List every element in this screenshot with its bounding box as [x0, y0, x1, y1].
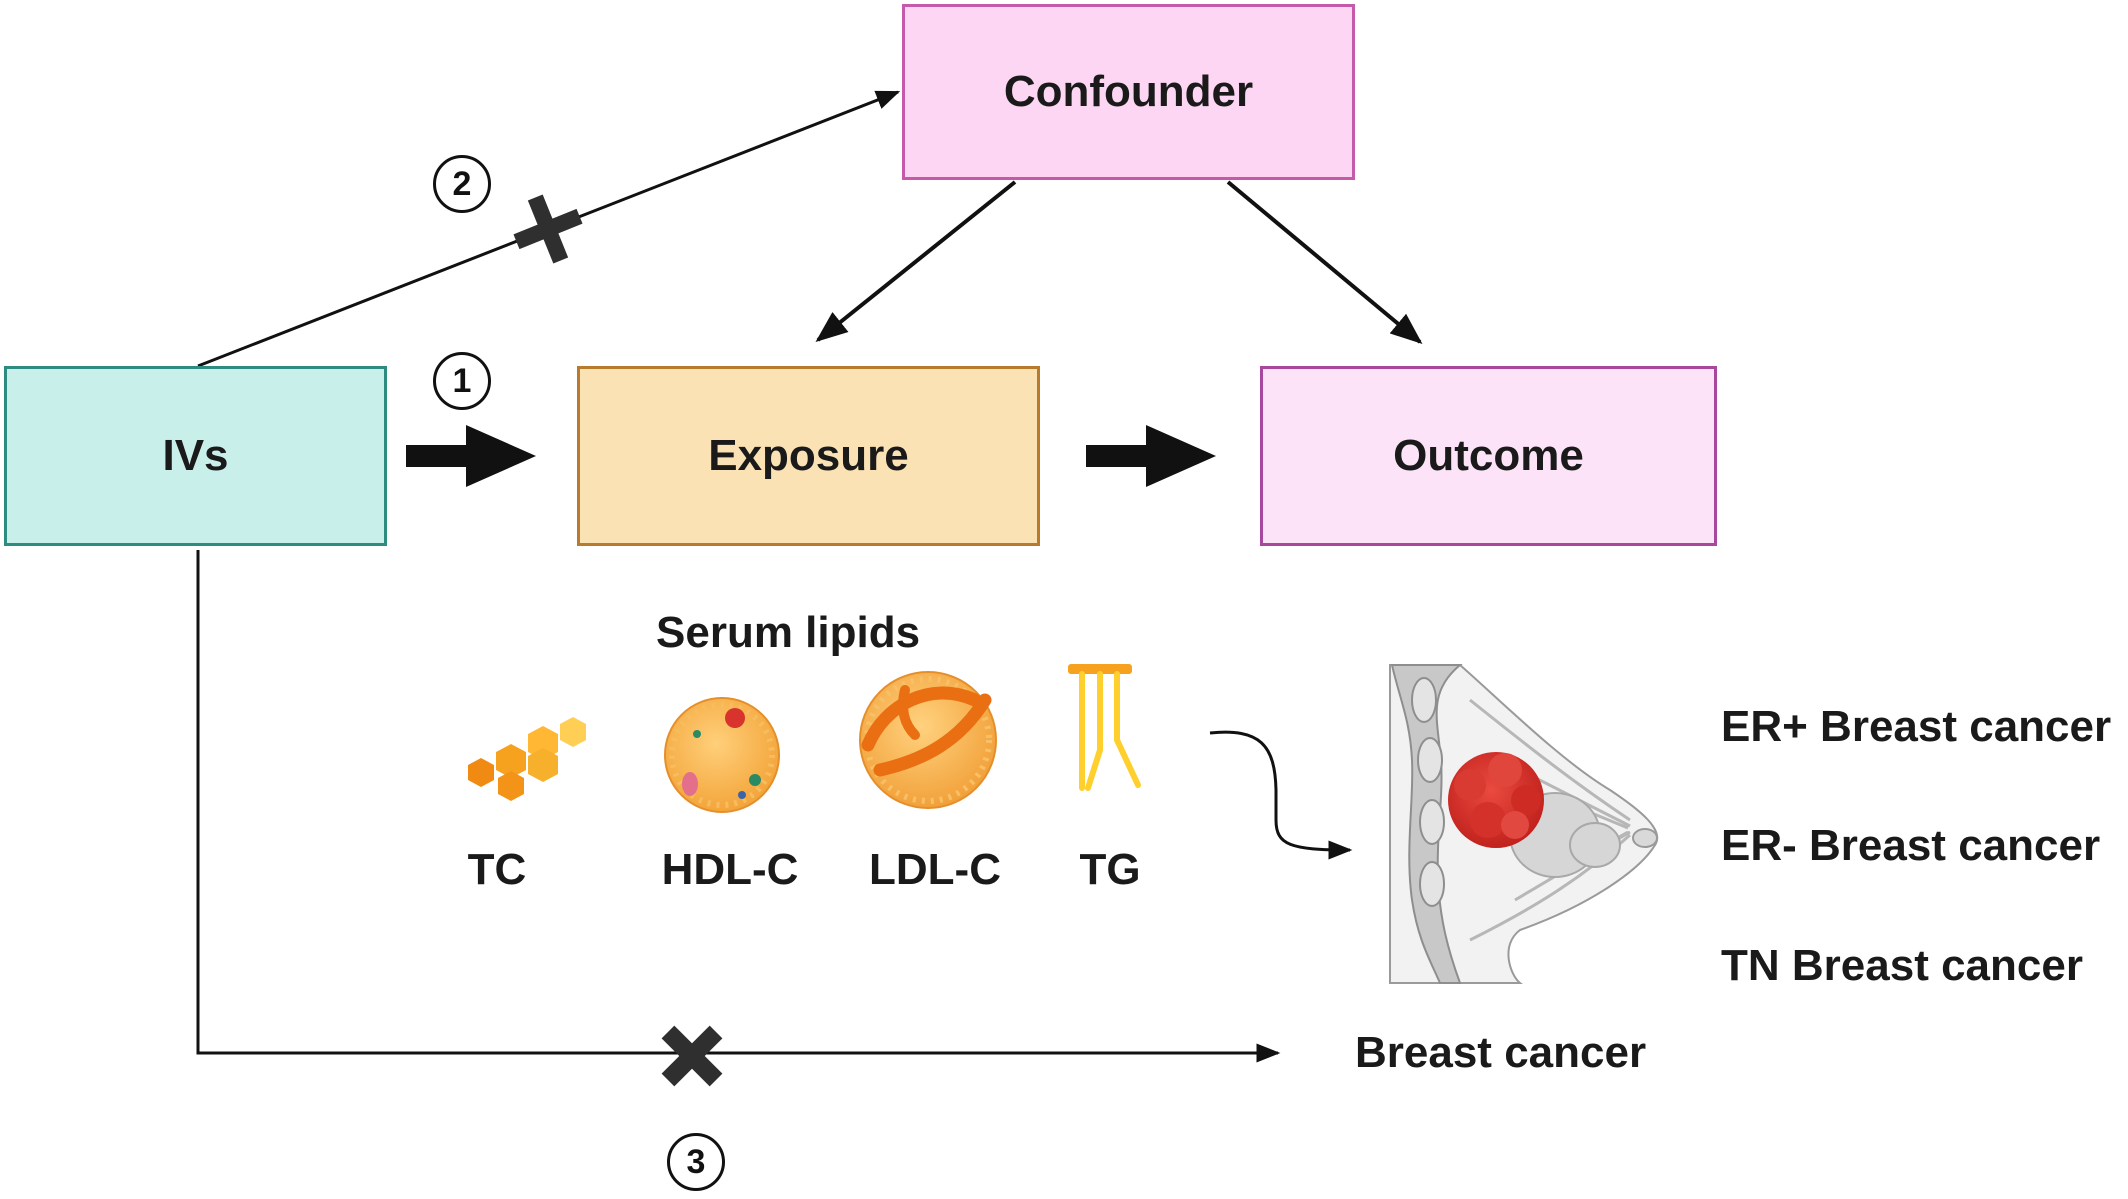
serum-lipids-title: Serum lipids [656, 608, 921, 657]
path-marker-1-label: 1 [452, 361, 472, 400]
ivs-node: IVs [4, 366, 387, 546]
breast-cancer-label: Breast cancer [1355, 1028, 1647, 1077]
confounder-node: Confounder [902, 4, 1355, 180]
path-marker-2: 2 [433, 155, 491, 213]
lipid-label-tg: TG [1079, 845, 1141, 894]
subtype-triple-negative: TN Breast cancer [1721, 941, 2083, 990]
confounder-label: Confounder [1003, 67, 1254, 116]
exposure-node: Exposure [577, 366, 1040, 546]
outcome-label: Outcome [1393, 431, 1584, 480]
breast-anatomy-icon [1389, 664, 1659, 984]
blocked-cross-icon [661, 1025, 723, 1087]
hdl-particle-icon [664, 697, 780, 813]
ldl-particle-icon [859, 671, 997, 809]
tg-molecule-icon [1068, 664, 1141, 791]
ivs-to-breast-cancer-arrow [196, 550, 1281, 1063]
exposure-label: Exposure [708, 431, 909, 480]
lipid-label-hdl-c: HDL-C [661, 845, 799, 894]
ivs-label: IVs [162, 431, 229, 480]
confounder-to-exposure-arrow [815, 180, 1017, 343]
subtype-er-negative: ER- Breast cancer [1721, 821, 2101, 870]
lipids-to-breast-arrow [1209, 730, 1353, 860]
path-marker-1: 1 [433, 352, 491, 410]
blocked-cross-icon [513, 194, 583, 264]
confounder-to-outcome-arrow [1226, 180, 1423, 345]
ivs-to-exposure-thick-arrow [406, 425, 536, 487]
outcome-node: Outcome [1260, 366, 1717, 546]
path-marker-3-label: 3 [686, 1142, 706, 1181]
exposure-to-outcome-thick-arrow [1086, 425, 1216, 487]
tumor-icon [1448, 752, 1544, 848]
tc-molecule-icon [468, 717, 586, 801]
path-marker-3: 3 [667, 1133, 725, 1191]
subtype-er-positive: ER+ Breast cancer [1721, 702, 2112, 751]
path-marker-2-label: 2 [452, 164, 472, 203]
lipid-label-tc: TC [467, 845, 527, 894]
lipid-label-ldl-c: LDL-C [869, 845, 1001, 894]
